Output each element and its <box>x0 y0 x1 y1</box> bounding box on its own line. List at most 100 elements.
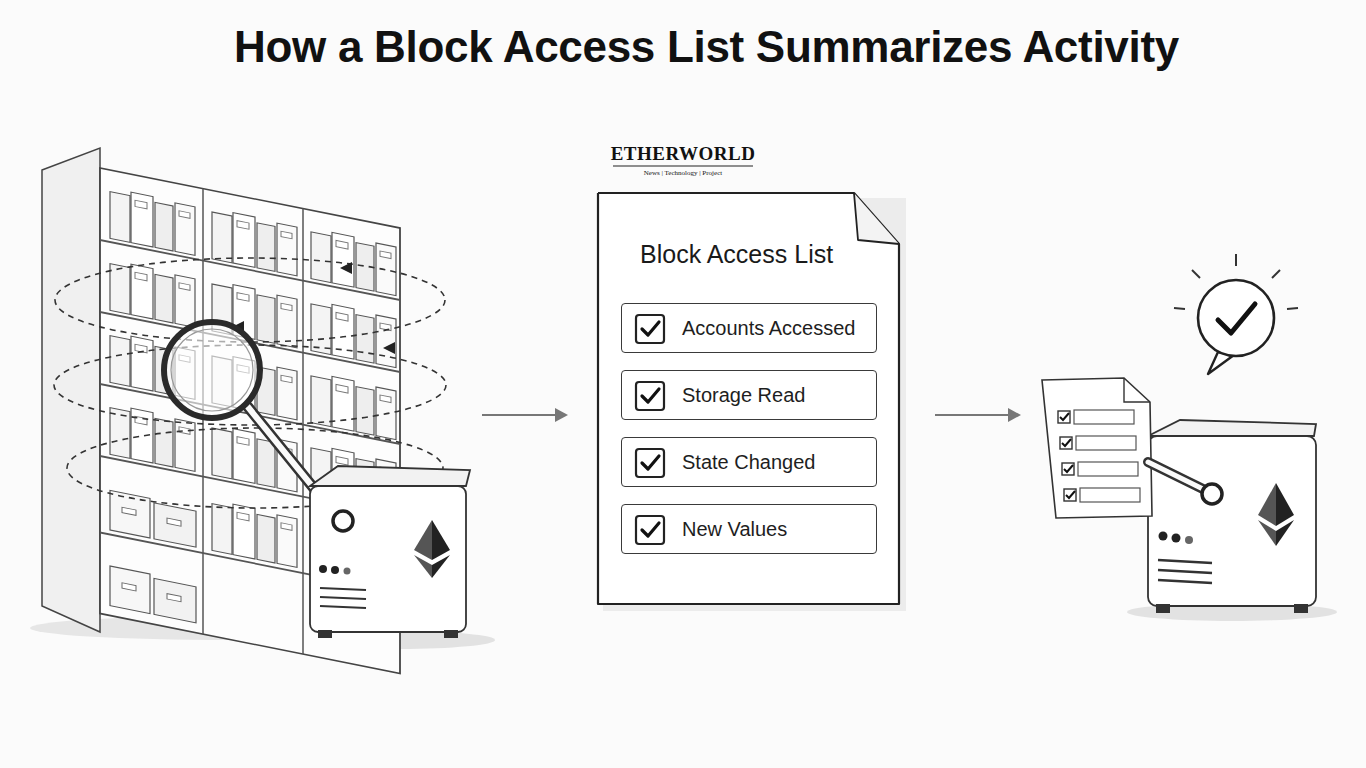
ray <box>1272 270 1280 278</box>
list-row <box>1078 462 1138 476</box>
item-label: Storage Read <box>682 384 805 407</box>
ethereum-logo <box>1276 520 1294 546</box>
list-row <box>1074 410 1134 424</box>
loop-arrowhead <box>340 262 352 274</box>
checkbox-frame <box>636 382 664 410</box>
ray <box>1192 270 1200 278</box>
item-label: State Changed <box>682 451 815 474</box>
check-mark <box>642 523 659 536</box>
check-mark <box>1064 465 1073 472</box>
folders <box>110 188 195 255</box>
page-fold <box>854 193 899 244</box>
bookcase-side <box>42 148 100 632</box>
server-foot <box>1156 604 1170 613</box>
server-led <box>331 566 339 574</box>
arrowhead <box>1008 408 1021 422</box>
checkbox-frame <box>636 516 664 544</box>
ethereum-logo <box>432 555 450 578</box>
ray <box>1235 254 1237 266</box>
folders <box>311 372 396 439</box>
folders <box>212 500 297 567</box>
folders <box>311 300 396 367</box>
bookcase-divider <box>302 209 304 655</box>
server-foot <box>1294 604 1308 613</box>
server-vent <box>320 597 366 599</box>
server-arm <box>1148 462 1205 490</box>
checklist-item: State Changed <box>621 437 877 487</box>
ethereum-logo <box>432 520 450 560</box>
checkbox <box>634 447 666 479</box>
checkbox <box>1060 437 1072 449</box>
ethereum-logo <box>1276 483 1294 526</box>
list-row <box>1076 436 1136 450</box>
server-led <box>319 565 327 573</box>
check-mark <box>1062 439 1071 446</box>
ethereum-logo <box>414 520 432 560</box>
bookcase-frame <box>100 168 400 674</box>
flow-arrow <box>482 414 557 416</box>
logo-rule <box>613 165 753 166</box>
checkbox <box>1058 411 1070 423</box>
server-led <box>1159 532 1168 541</box>
magnifier-rim <box>171 329 253 411</box>
approval-bubble <box>1198 280 1274 356</box>
server-vent <box>1158 580 1212 583</box>
server-foot <box>444 630 458 638</box>
check-mark <box>642 322 659 335</box>
list-row <box>1080 488 1140 502</box>
folders <box>110 260 195 327</box>
checkbox <box>634 514 666 546</box>
check-mark <box>642 456 659 469</box>
held-document <box>1042 378 1152 518</box>
checkbox <box>634 380 666 412</box>
item-label: Accounts Accessed <box>682 317 855 340</box>
loop-arrowhead <box>383 342 395 354</box>
server-vent <box>1158 560 1212 563</box>
flow-arrow <box>935 414 1010 416</box>
document-card: Accounts AccessedStorage ReadState Chang… <box>597 192 900 605</box>
check-mark <box>1066 491 1075 498</box>
arm-joint <box>333 511 353 531</box>
arrowhead <box>555 408 568 422</box>
boxes <box>110 490 196 547</box>
checkbox <box>634 313 666 345</box>
ethereum-logo <box>1258 483 1276 526</box>
magnifier-lens <box>164 322 260 418</box>
server-vent <box>320 588 366 590</box>
server-vent <box>320 606 366 608</box>
scan-loop <box>55 258 445 342</box>
boxes <box>110 566 196 623</box>
server-foot <box>318 630 332 638</box>
logo-wordmark: ETHERWORLD <box>590 143 776 165</box>
document-border <box>598 193 899 604</box>
check-mark <box>1218 304 1255 333</box>
ray <box>1287 308 1298 309</box>
folders <box>110 404 195 471</box>
server-led <box>1172 534 1181 543</box>
checklist-item: Storage Read <box>621 370 877 420</box>
check-mark <box>642 389 659 402</box>
check-mark <box>1060 413 1069 420</box>
ray <box>1174 308 1185 309</box>
checkbox <box>1064 489 1076 501</box>
diagram-title: How a Block Access List Summarizes Activ… <box>213 20 1200 74</box>
bookcase-front <box>100 168 400 674</box>
ethereum-logo <box>1258 520 1276 546</box>
arm-joint <box>1202 484 1222 504</box>
ethereum-logo <box>414 555 432 578</box>
server-top <box>310 466 470 486</box>
folders <box>311 228 396 295</box>
server-body <box>1148 436 1316 606</box>
server-led <box>1185 536 1193 544</box>
checklist-item: Accounts Accessed <box>621 303 877 353</box>
checkbox <box>1062 463 1074 475</box>
server-body <box>310 486 466 632</box>
server-arm <box>1148 462 1205 490</box>
logo-tagline: News | Technology | Project <box>590 168 776 178</box>
item-label: New Values <box>682 518 787 541</box>
folders <box>212 208 297 275</box>
checkbox-frame <box>636 315 664 343</box>
checklist-item: New Values <box>621 504 877 554</box>
document-heading: Block Access List <box>640 240 833 269</box>
